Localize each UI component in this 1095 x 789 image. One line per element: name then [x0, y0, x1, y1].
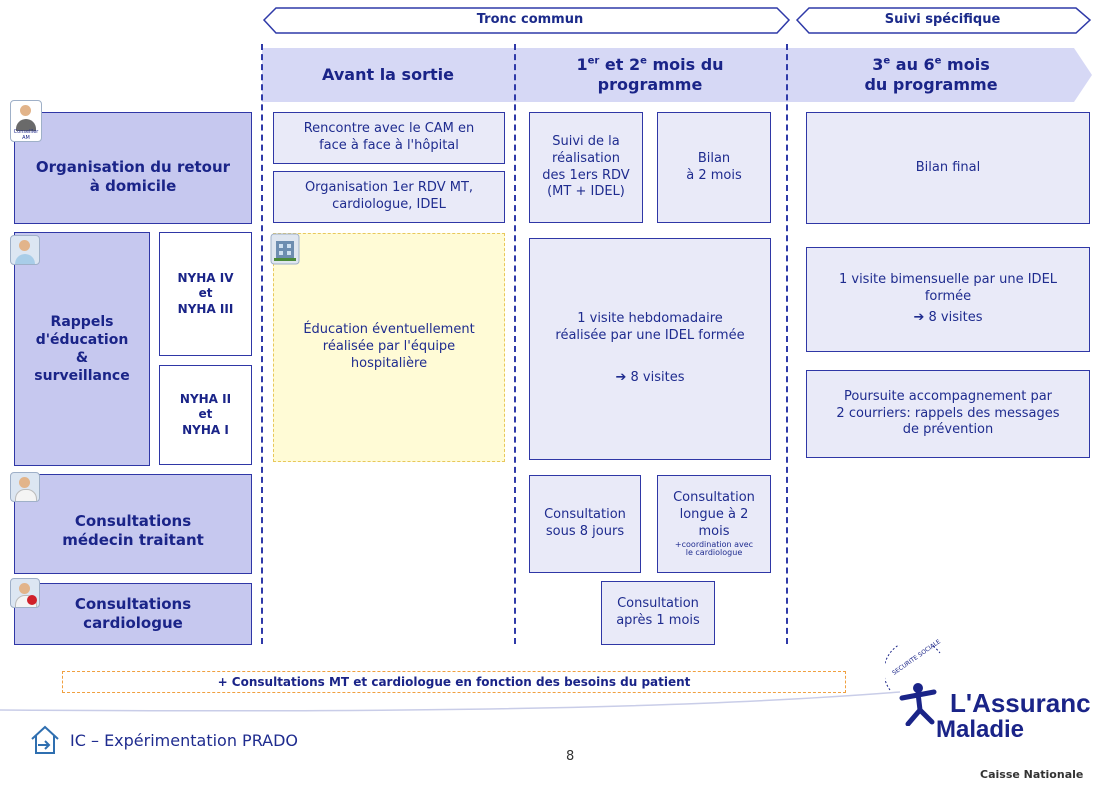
row-organisation-retour: Organisation du retour à domicile — [14, 112, 252, 224]
home-arrow-icon[interactable] — [28, 723, 62, 757]
suivi-realisation-box: Suivi de la réalisation des 1ers RDV (MT… — [529, 112, 643, 223]
footer-note: + Consultations MT et cardiologue en fon… — [62, 671, 846, 693]
visite-hebdomadaire-box: 1 visite hebdomadaire réalisée par une I… — [529, 238, 771, 460]
row-rappels-education: Rappels d'éducation & surveillance — [14, 232, 150, 466]
nyha-ii-i: NYHA II et NYHA I — [159, 365, 252, 465]
organisation-rdv-box: Organisation 1er RDV MT, cardiologue, ID… — [273, 171, 505, 223]
conseiller-avatar-icon: Conseiller AM — [10, 100, 42, 142]
header-arrows — [262, 7, 1092, 34]
stage-band — [262, 48, 1092, 102]
footer-title: IC – Expérimentation PRADO — [70, 731, 299, 750]
cardiologist-avatar-icon — [10, 578, 40, 608]
nurse-avatar-icon — [10, 235, 40, 265]
education-box: Éducation éventuellement réalisée par l'… — [273, 233, 505, 462]
consultation-8-jours-box: Consultation sous 8 jours — [529, 475, 641, 573]
stage-mois-1-2: 1er et 2e mois du programme — [576, 55, 724, 94]
bilan-final-box: Bilan final — [806, 112, 1090, 224]
bilan-2-mois-box: Bilan à 2 mois — [657, 112, 771, 223]
separator-3 — [786, 44, 788, 644]
footer-curve — [0, 691, 900, 712]
stage-avant-sortie: Avant la sortie — [322, 65, 454, 84]
hospital-icon — [270, 233, 300, 265]
suivi-specifique-label: Suivi spécifique — [884, 12, 1001, 27]
visite-bimensuelle-box: 1 visite bimensuelle par une IDEL formée… — [806, 247, 1090, 352]
tronc-commun-label: Tronc commun — [476, 12, 584, 27]
page-number: 8 — [566, 749, 575, 764]
assurance-maladie-logo: SECURITE SOCIALE L'Assuranc Maladie Cais… — [870, 638, 1095, 789]
stage-mois-3-6: 3e au 6e mois du programme — [864, 55, 998, 94]
row-consultations-mt: Consultations médecin traitant — [14, 474, 252, 574]
separator-2 — [514, 44, 516, 644]
poursuite-accompagnement-box: Poursuite accompagnement par 2 courriers… — [806, 370, 1090, 458]
rencontre-cam-box: Rencontre avec le CAM en face à face à l… — [273, 112, 505, 164]
consultation-longue-box: Consultation longue à 2 mois +coordinati… — [657, 475, 771, 573]
row-consultations-cardiologue: Consultations cardiologue — [14, 583, 252, 645]
consultation-1-mois-box: Consultation après 1 mois — [601, 581, 715, 645]
doctor-avatar-icon — [10, 472, 40, 502]
nyha-iv-iii: NYHA IV et NYHA III — [159, 232, 252, 356]
separator-1 — [261, 44, 263, 644]
